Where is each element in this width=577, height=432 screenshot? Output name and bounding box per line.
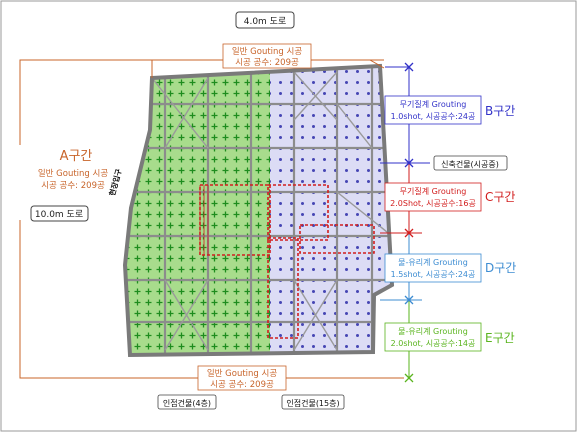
- left-road-label: 10.0m 도로: [35, 210, 83, 220]
- zone-b-line1: 무기질계 Grouting: [400, 99, 467, 109]
- zone-d-box: [384, 253, 482, 283]
- bottom-callout-line1: 일반 Gouting 시공: [207, 368, 278, 379]
- bottom-callout-line2: 시공 공수: 209공: [210, 380, 274, 390]
- zone-b-line2: 1.0shot, 시공공수:24공: [391, 112, 476, 121]
- bottom-building-right: 인접건물(15층): [286, 398, 339, 408]
- zone-e-title: E구간: [485, 331, 515, 345]
- right-building-box: [433, 155, 508, 171]
- zone-d-line2: 1.5shot, 시공공수:24공: [391, 270, 476, 279]
- top-callout-line1: 일반 Gouting 시공: [232, 46, 303, 57]
- zone-c-line2: 2.0Shot, 시공공수:16공: [390, 199, 476, 208]
- zone-c-box: [384, 182, 482, 212]
- red-hatch-zone: [199, 184, 375, 339]
- top-road-box: [235, 11, 295, 29]
- zone-a-line2: 시공 공수: 209공: [41, 181, 105, 191]
- bottom-callout-box: [197, 365, 287, 391]
- bottom-building-left: 인접건물(4층): [163, 398, 211, 408]
- top-callout-box: [222, 43, 312, 69]
- zone-b-box: [384, 95, 482, 125]
- site-fill: [125, 66, 392, 355]
- zone-e-line2: 2.0shot, 시공공수:14공: [391, 339, 476, 348]
- zone-a-title: A구간: [60, 149, 93, 164]
- structural-grid: [125, 66, 392, 355]
- bottom-building-right-box: [281, 394, 345, 410]
- site-boundary: [122, 63, 395, 358]
- zone-d-title: D구간: [485, 261, 516, 275]
- left-road-box: [30, 205, 89, 222]
- top-callout-line2: 시공 공수: 209공: [235, 58, 299, 68]
- zone-e-box: [384, 322, 482, 352]
- zone-b-title: B구간: [485, 104, 515, 118]
- bracket-markers: [404, 62, 414, 383]
- zone-c-title: C구간: [485, 190, 515, 204]
- top-road-label: 4.0m 도로: [244, 17, 287, 27]
- right-building-label: 신축건물(시공중): [441, 159, 499, 169]
- zone-a-line1: 일반 Gouting 시공: [38, 168, 109, 179]
- bottom-building-left-box: [157, 394, 217, 410]
- zone-e-line1: 물-유리계 Grouting: [398, 326, 468, 336]
- zone-c-line1: 무기질계 Grouting: [400, 186, 467, 196]
- zone-d-line1: 물-유리계 Grouting: [398, 257, 468, 267]
